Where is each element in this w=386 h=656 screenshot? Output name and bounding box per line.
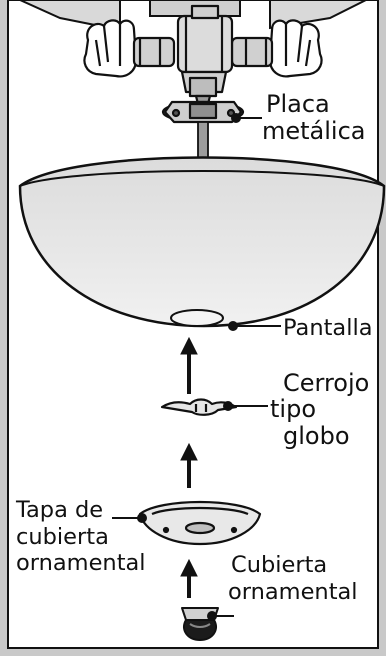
label-placa: Placa metálica <box>262 90 366 145</box>
arrow-head-2 <box>180 442 198 461</box>
glass-bowl <box>18 156 386 328</box>
label-placa-line-1: Placa <box>266 90 330 118</box>
left-blade-iron <box>83 19 176 78</box>
label-cerrojo-line-2: tipo <box>270 395 316 423</box>
label-tapa-line-2: cubierta <box>16 524 109 550</box>
motor-column <box>176 4 234 106</box>
leader-dot-pantalla <box>228 321 238 331</box>
arrow-head-3 <box>180 558 198 577</box>
label-cubierta-line-1: Cubierta <box>231 552 327 578</box>
label-tapa: Tapa de cubierta ornamental <box>15 497 146 576</box>
rod <box>197 121 209 163</box>
finial-lock <box>160 398 238 416</box>
leader-dot-cerrojo <box>223 401 233 411</box>
arrows <box>180 336 198 598</box>
metal-plate <box>161 100 245 124</box>
leader-dot-cubierta <box>207 611 217 621</box>
label-cubierta-line-2: ornamental <box>228 579 358 605</box>
right-blade-iron <box>230 19 323 78</box>
arrow-head-1 <box>180 336 198 355</box>
bowl-rim <box>19 170 385 187</box>
leader-lines <box>112 113 281 621</box>
label-cerrojo: Cerrojo tipo globo <box>270 369 369 450</box>
bowl-hole <box>170 309 224 327</box>
label-cubierta: Cubierta ornamental <box>228 552 358 605</box>
leader-dot-placa <box>231 113 241 123</box>
label-placa-line-2: metálica <box>262 117 366 145</box>
leader-dot-tapa <box>137 513 147 523</box>
label-pantalla: Pantalla <box>283 315 373 341</box>
label-tapa-line-1: Tapa de <box>15 497 103 523</box>
canopy-cap <box>138 500 262 546</box>
label-cerrojo-line-1: Cerrojo <box>283 369 369 397</box>
label-tapa-line-3: ornamental <box>16 550 146 576</box>
label-cerrojo-line-3: globo <box>283 422 350 450</box>
